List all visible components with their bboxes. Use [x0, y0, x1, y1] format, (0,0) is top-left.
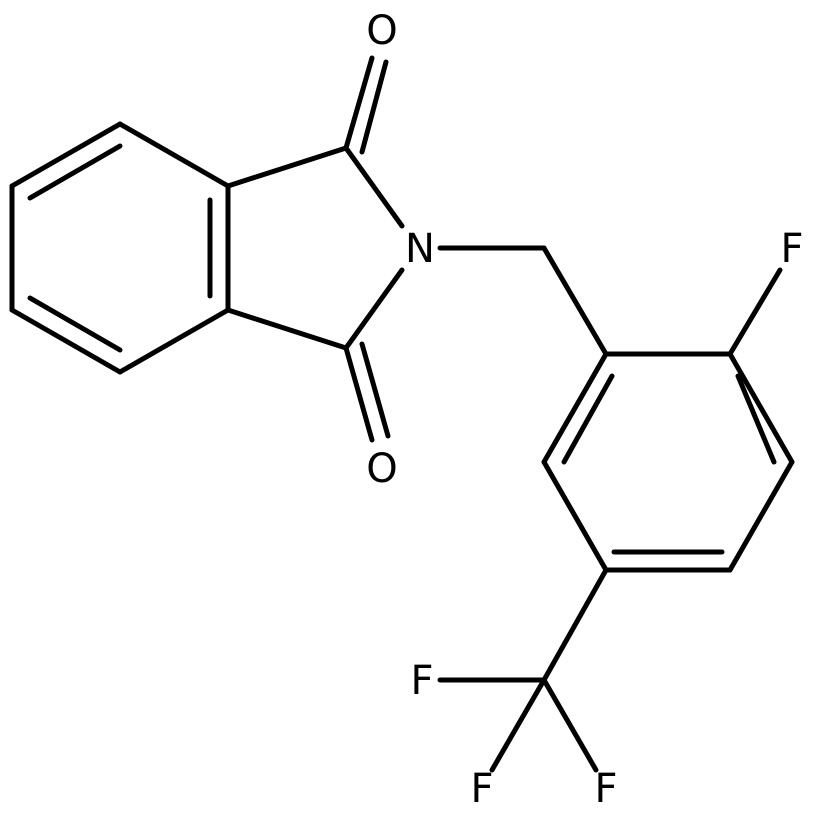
bond [727, 459, 795, 573]
atom-label-o-top: O [366, 8, 397, 54]
bond [225, 145, 349, 189]
imide-ring [225, 145, 405, 351]
atom-label-o-bottom: O [366, 446, 397, 492]
bond [359, 59, 389, 155]
double-bond-inner [27, 295, 123, 353]
bond [225, 307, 349, 351]
carbonyl-bottom [343, 341, 391, 443]
bond [343, 145, 405, 229]
bond [727, 351, 795, 465]
carbonyl-top [343, 55, 389, 155]
bond [541, 459, 609, 573]
trifluoromethyl-group [437, 567, 609, 773]
bond [117, 121, 231, 189]
fluorophenyl-ring [541, 351, 795, 573]
double-bond-inner [561, 373, 615, 465]
double-bond-inner [27, 143, 123, 201]
bond [541, 351, 609, 465]
atom-label-f-cf3-bottom-left: F [470, 766, 493, 812]
bond [541, 677, 599, 773]
bond [117, 307, 231, 375]
bond [489, 677, 547, 773]
bond [343, 55, 375, 151]
bond [9, 307, 123, 375]
c-f-bond [727, 267, 783, 357]
bond [9, 121, 123, 189]
bond [541, 567, 609, 683]
double-bond-inner [735, 373, 777, 465]
bond [343, 345, 375, 443]
phthalimide-benzene-ring [9, 121, 231, 375]
bond [359, 341, 391, 439]
atom-label-f-cf3-bottom-right: F [594, 766, 617, 812]
atom-label-f-cf3-left: F [410, 658, 433, 704]
methylene-linker [437, 245, 609, 357]
atom-label-n: N [405, 226, 435, 272]
bond [541, 245, 609, 357]
atom-label-f-ring: F [780, 226, 803, 272]
bond [343, 267, 405, 351]
